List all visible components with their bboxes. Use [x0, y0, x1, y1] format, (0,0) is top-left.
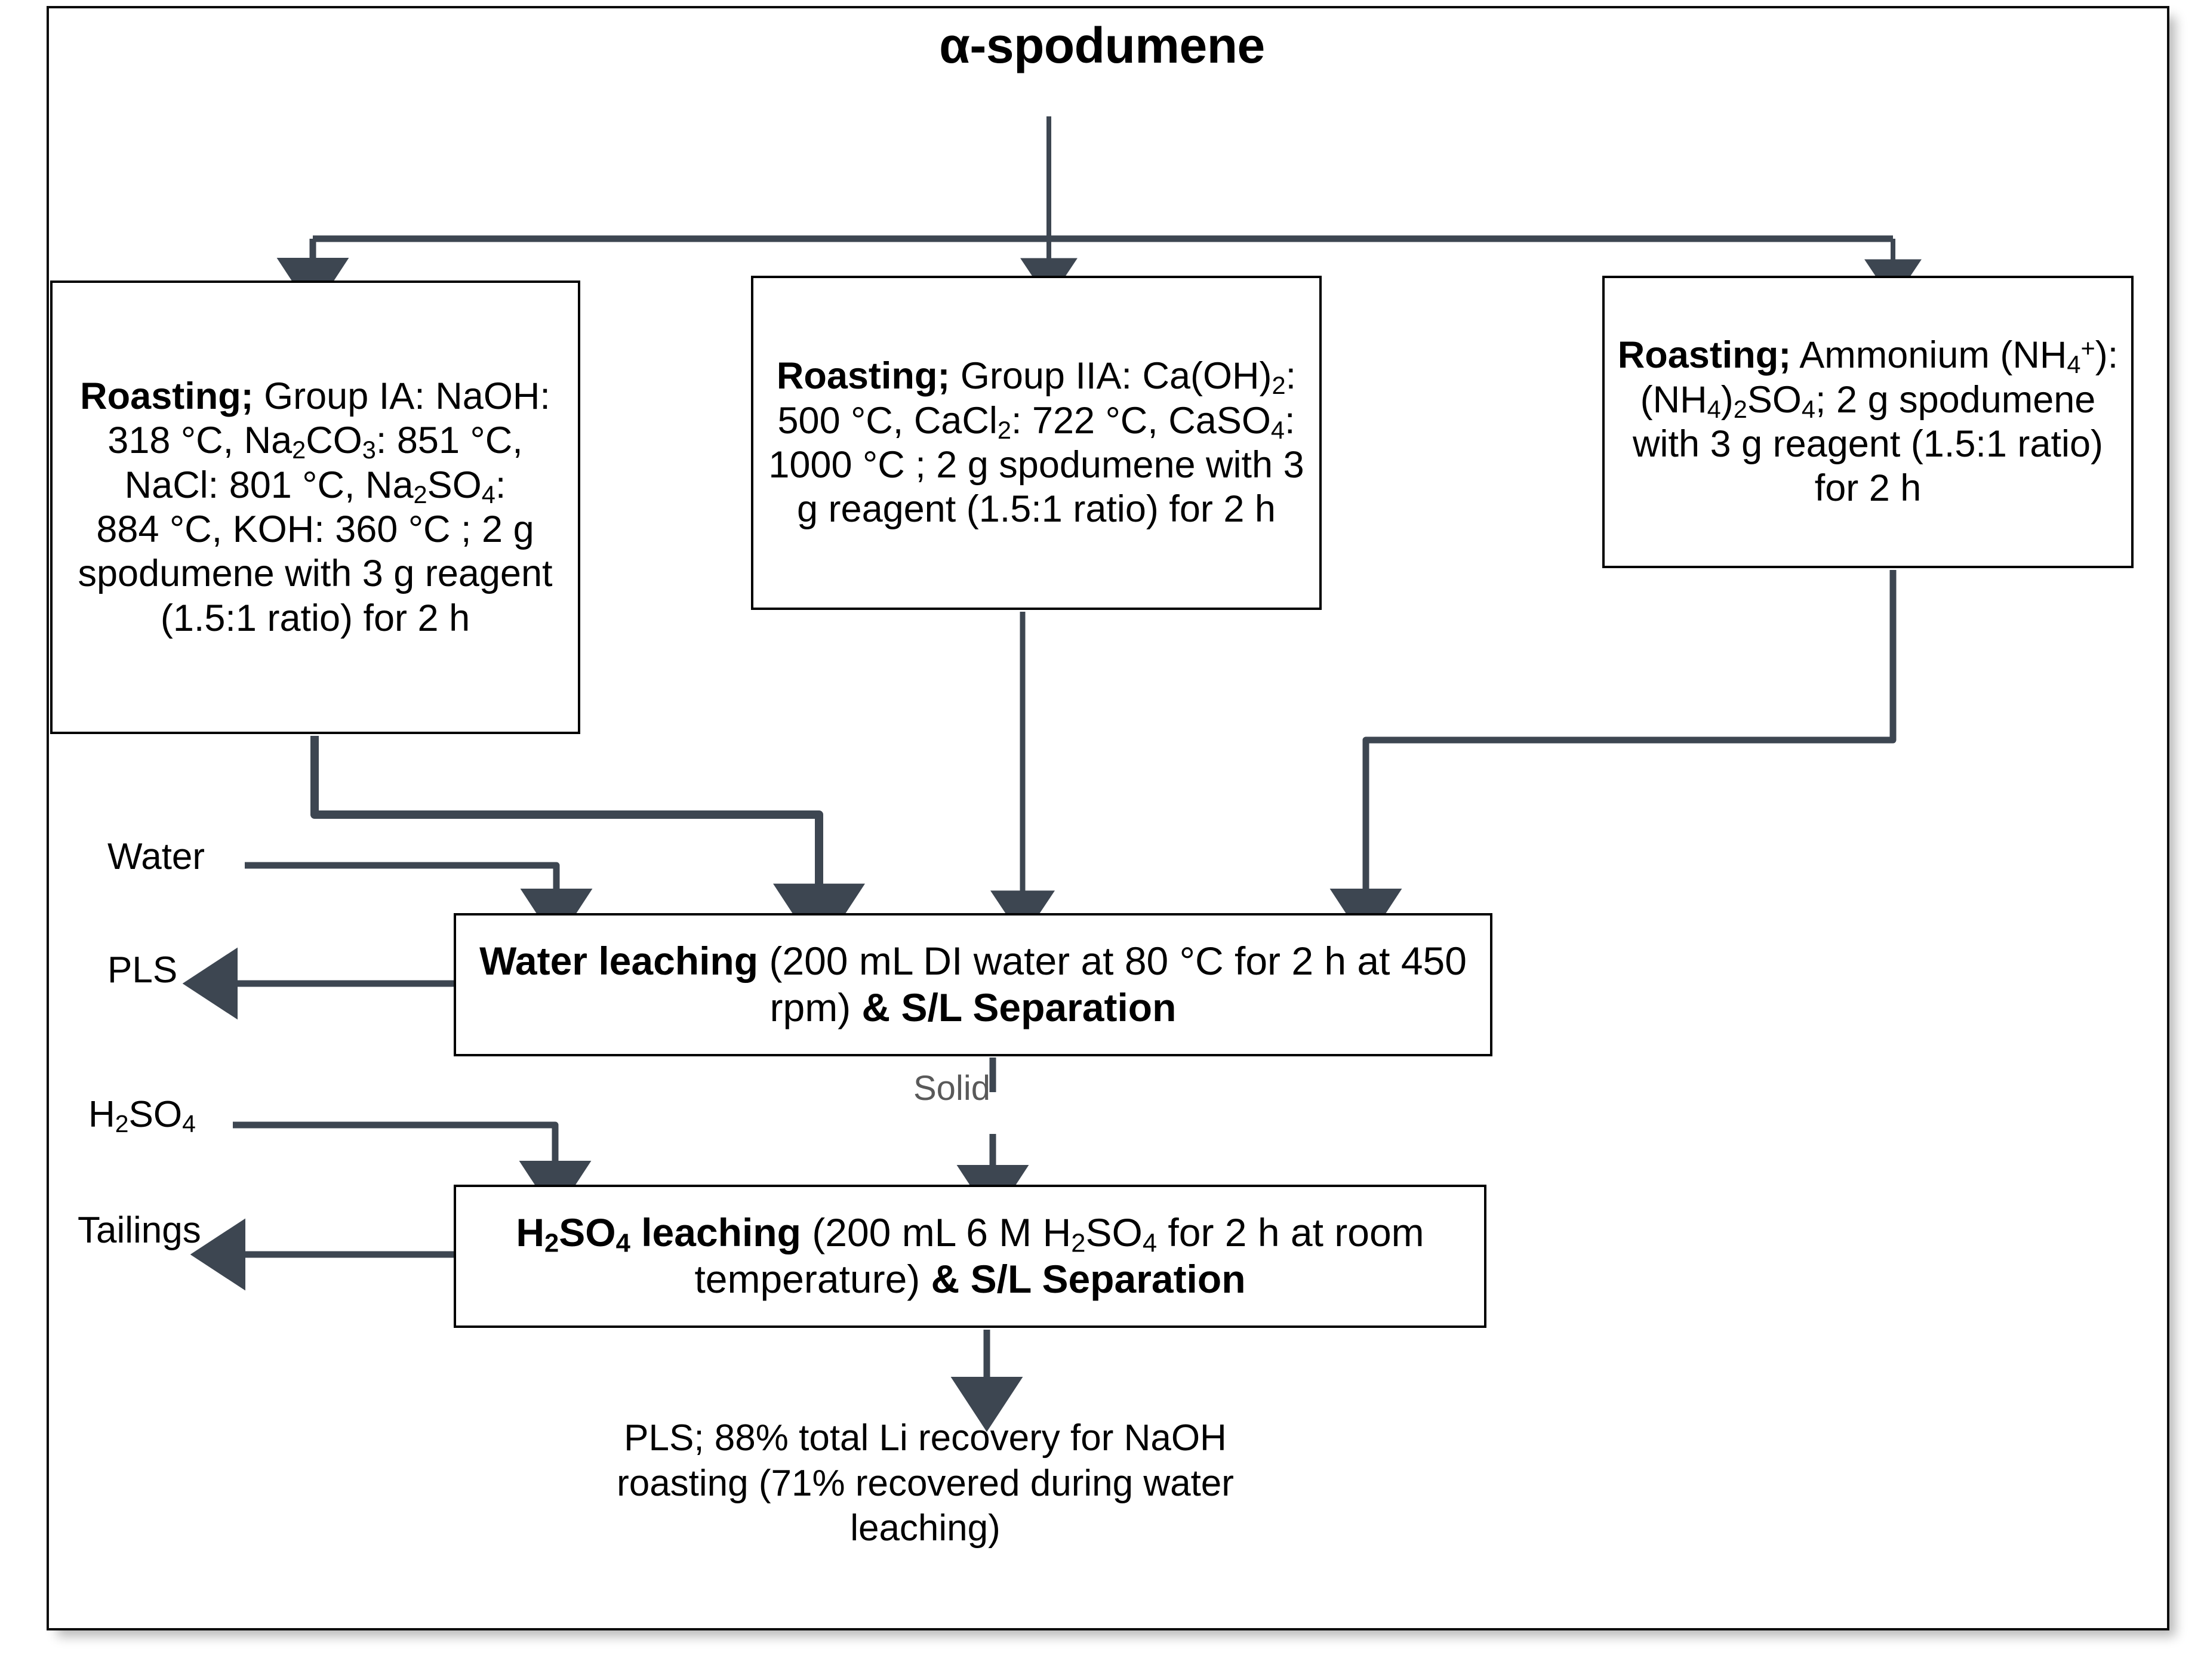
diagram-frame — [47, 6, 2169, 1630]
label-acid-input: H2SO4 — [88, 1094, 196, 1138]
node-acid-leaching[interactable]: H2SO4 leaching (200 mL 6 M H2SO4 for 2 h… — [454, 1185, 1486, 1328]
outcome-text: PLS; 88% total Li recovery for NaOH roas… — [617, 1417, 1234, 1549]
node-roasting-ammonium-heading: Roasting; — [1617, 334, 1791, 377]
node-roasting-ammonium-text: Roasting; Ammonium (NH4+): (NH4)2SO4; 2 … — [1617, 334, 2119, 510]
node-water-leaching-text: Water leaching (200 mL DI water at 80 °C… — [479, 939, 1467, 1029]
label-solid-stream: Solid — [913, 1069, 990, 1108]
node-water-leaching-heading: Water leaching — [479, 939, 759, 984]
label-tailings-output: Tailings — [78, 1210, 201, 1251]
node-roasting-group-iia-text: Roasting; Group IIA: Ca(OH)2: 500 °C, Ca… — [768, 355, 1304, 531]
label-pls-output: PLS — [107, 950, 178, 991]
node-roasting-group-iia-heading: Roasting; — [776, 355, 950, 397]
node-acid-leaching-text: H2SO4 leaching (200 mL 6 M H2SO4 for 2 h… — [516, 1210, 1424, 1301]
node-roasting-group-iia[interactable]: Roasting; Group IIA: Ca(OH)2: 500 °C, Ca… — [751, 276, 1322, 610]
node-water-leaching[interactable]: Water leaching (200 mL DI water at 80 °C… — [454, 913, 1492, 1056]
node-roasting-group-ia[interactable]: Roasting; Group IA: NaOH: 318 °C, Na2CO3… — [50, 280, 580, 734]
node-water-leaching-suffix: & S/L Separation — [861, 985, 1177, 1029]
node-roasting-group-ia-heading: Roasting; — [80, 375, 254, 418]
node-roasting-ammonium[interactable]: Roasting; Ammonium (NH4+): (NH4)2SO4; 2 … — [1602, 276, 2134, 568]
node-acid-leaching-suffix: & S/L Separation — [931, 1257, 1246, 1301]
page-title: α-spodumene — [939, 17, 1265, 73]
label-water-input: Water — [107, 836, 205, 877]
node-roasting-group-ia-text: Roasting; Group IA: NaOH: 318 °C, Na2CO3… — [78, 375, 553, 639]
